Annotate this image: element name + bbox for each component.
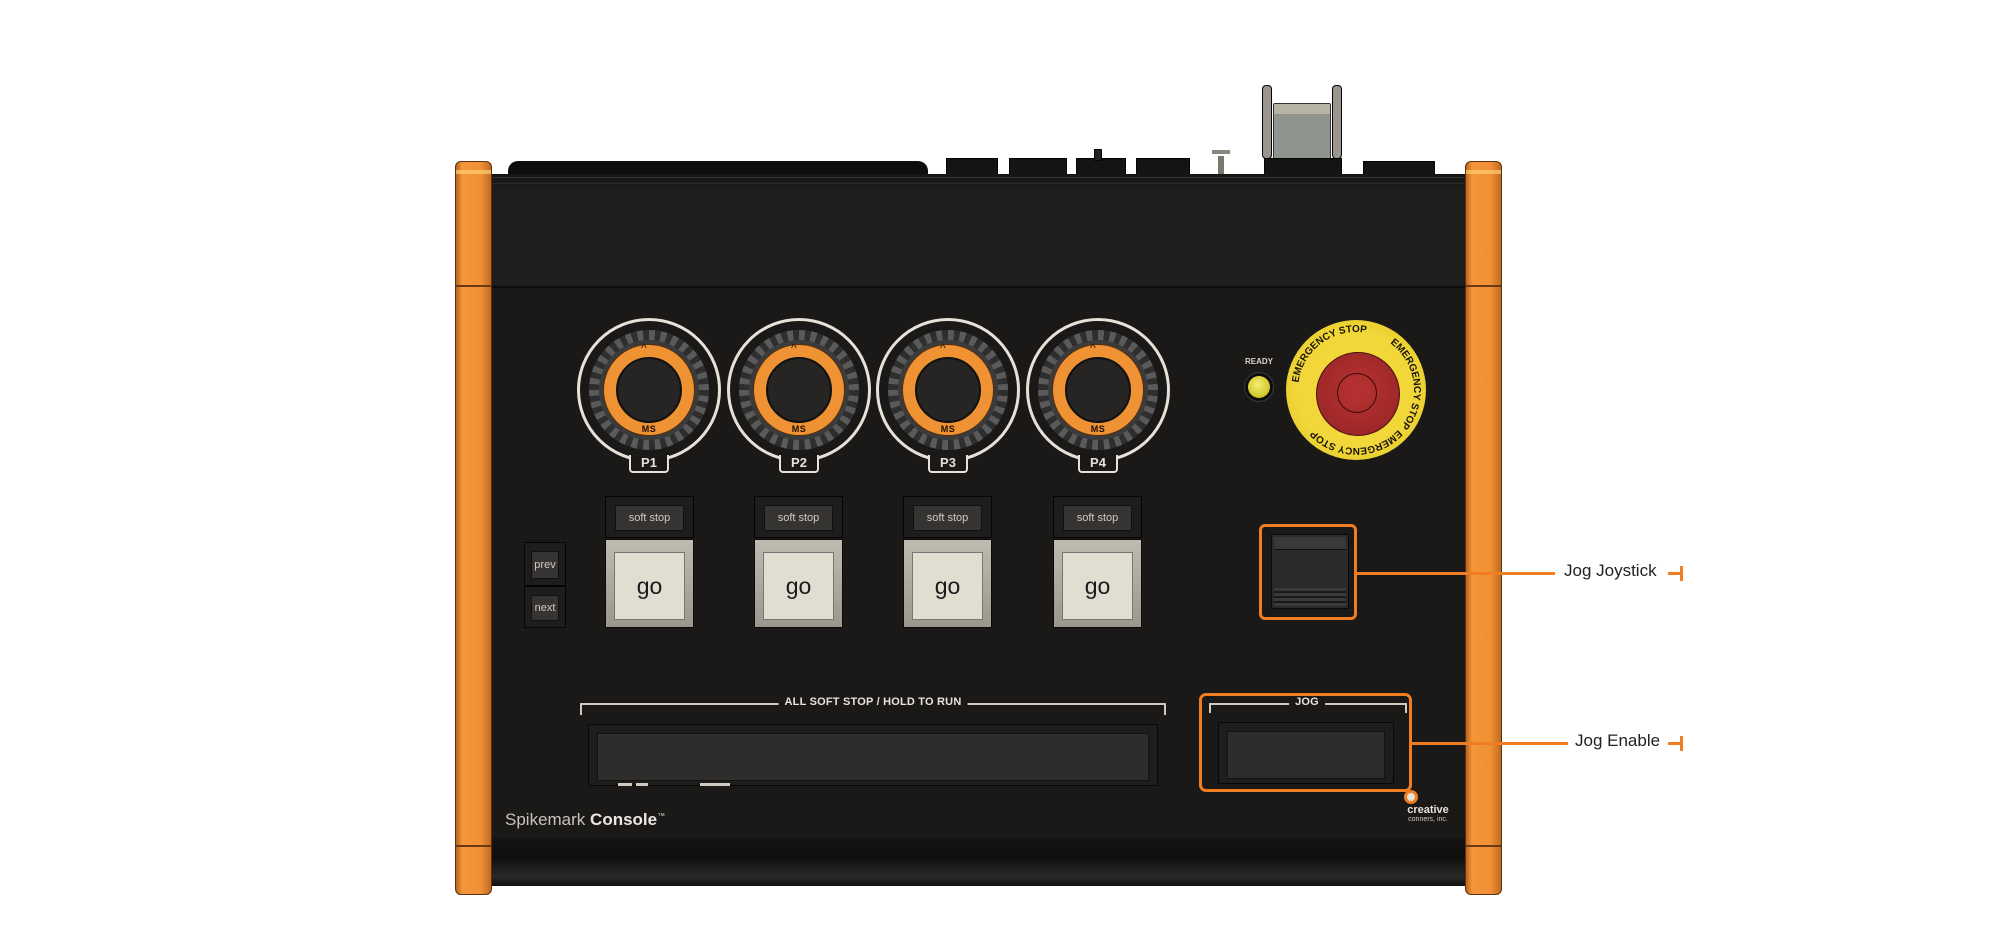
jog-enable-highlight xyxy=(1199,693,1412,792)
knob-cap xyxy=(616,357,682,423)
playback-knob-p3[interactable]: ^ MS P3 xyxy=(876,318,1020,473)
right-side-rail xyxy=(1465,161,1502,895)
maker-subname: conners, inc. xyxy=(1408,816,1448,823)
jog-joystick-callout-line xyxy=(1357,572,1555,575)
prev-button-label: prev xyxy=(531,551,559,579)
knob-cap xyxy=(766,357,832,423)
multipin-connector-icon xyxy=(1273,103,1331,163)
knob-cap xyxy=(1065,357,1131,423)
go-label: go xyxy=(1062,552,1133,620)
knob-mode-label: MS xyxy=(1090,424,1106,434)
go-label: go xyxy=(912,552,983,620)
next-button-label: next xyxy=(531,595,559,621)
knob-mode-label: MS xyxy=(940,424,956,434)
bar-face xyxy=(597,733,1149,781)
ready-led-icon xyxy=(1248,376,1270,398)
knob-label: P3 xyxy=(928,455,968,473)
go-button-p4[interactable]: go xyxy=(1053,539,1142,628)
ready-label: READY xyxy=(1244,357,1273,366)
connector-latch-left xyxy=(1262,85,1272,159)
all-soft-stop-hold-to-run-bar[interactable] xyxy=(588,724,1158,786)
callout-tick xyxy=(1680,736,1683,751)
go-button-p2[interactable]: go xyxy=(754,539,843,628)
knob-cap xyxy=(915,357,981,423)
knob-caret-icon: ^ xyxy=(641,341,647,355)
top-edge-lip xyxy=(508,161,928,175)
maker-name: creative xyxy=(1407,804,1449,816)
product-logo: Spikemark Console™ xyxy=(505,810,665,830)
brand-bold: Console xyxy=(590,810,658,829)
bar-marker xyxy=(636,783,648,786)
emergency-stop-button[interactable]: EMERGENCY STOP EMERGENCY STOP EMERGENCY … xyxy=(1286,320,1426,460)
brand-light: Spikemark xyxy=(505,810,586,829)
playback-knob-p2[interactable]: ^ MS P2 xyxy=(727,318,871,473)
knob-caret-icon: ^ xyxy=(1090,341,1096,355)
console-front-lip xyxy=(492,838,1465,886)
connector-latch-right xyxy=(1332,85,1342,159)
jog-joystick-highlight xyxy=(1259,524,1357,620)
jog-label: JOG xyxy=(1289,696,1325,708)
callout-tick xyxy=(1680,566,1683,581)
soft-stop-label: soft stop xyxy=(764,505,833,531)
bar-face xyxy=(1227,731,1385,779)
joystick-ribs xyxy=(1274,588,1346,606)
soft-stop-button-p2[interactable]: soft stop xyxy=(754,496,843,538)
knob-mode-label: MS xyxy=(791,424,807,434)
knob-caret-icon: ^ xyxy=(940,341,946,355)
jog-joystick[interactable] xyxy=(1271,534,1349,609)
bar-marker xyxy=(618,783,632,786)
console-top-panel xyxy=(492,174,1465,288)
knob-label: P1 xyxy=(629,455,669,473)
go-label: go xyxy=(614,552,685,620)
bar-marker xyxy=(700,783,730,786)
rear-toggle xyxy=(1094,149,1102,161)
soft-stop-button-p1[interactable]: soft stop xyxy=(605,496,694,538)
maker-logo: creative conners, inc. xyxy=(1398,790,1458,830)
knob-label: P2 xyxy=(779,455,819,473)
jog-enable-callout-line xyxy=(1412,742,1568,745)
jog-enable-button[interactable] xyxy=(1218,722,1394,784)
left-side-rail xyxy=(455,161,492,895)
rear-post xyxy=(1218,156,1224,174)
prev-button[interactable]: prev xyxy=(524,542,566,586)
callout-tick xyxy=(1668,572,1680,575)
knob-mode-label: MS xyxy=(641,424,657,434)
soft-stop-button-p4[interactable]: soft stop xyxy=(1053,496,1142,538)
callout-tick xyxy=(1668,742,1680,745)
playback-knob-p4[interactable]: ^ MS P4 xyxy=(1026,318,1170,473)
hold-to-run-label: ALL SOFT STOP / HOLD TO RUN xyxy=(778,696,968,708)
go-button-p3[interactable]: go xyxy=(903,539,992,628)
maker-wheel-icon xyxy=(1404,790,1418,804)
soft-stop-label: soft stop xyxy=(913,505,982,531)
next-button[interactable]: next xyxy=(524,586,566,628)
knob-caret-icon: ^ xyxy=(791,341,797,355)
trademark: ™ xyxy=(657,811,666,821)
playback-knob-p1[interactable]: ^ MS P1 xyxy=(577,318,721,473)
go-button-p1[interactable]: go xyxy=(605,539,694,628)
estop-mushroom-head xyxy=(1316,352,1400,436)
joystick-top xyxy=(1274,537,1346,550)
soft-stop-label: soft stop xyxy=(1063,505,1132,531)
jog-joystick-callout-text: Jog Joystick xyxy=(1564,561,1657,580)
estop-twist-arrows-icon xyxy=(1337,373,1377,413)
knob-label: P4 xyxy=(1078,455,1118,473)
rear-post-cap xyxy=(1212,150,1230,154)
go-label: go xyxy=(763,552,834,620)
soft-stop-button-p3[interactable]: soft stop xyxy=(903,496,992,538)
soft-stop-label: soft stop xyxy=(615,505,684,531)
jog-enable-callout-text: Jog Enable xyxy=(1575,731,1661,750)
